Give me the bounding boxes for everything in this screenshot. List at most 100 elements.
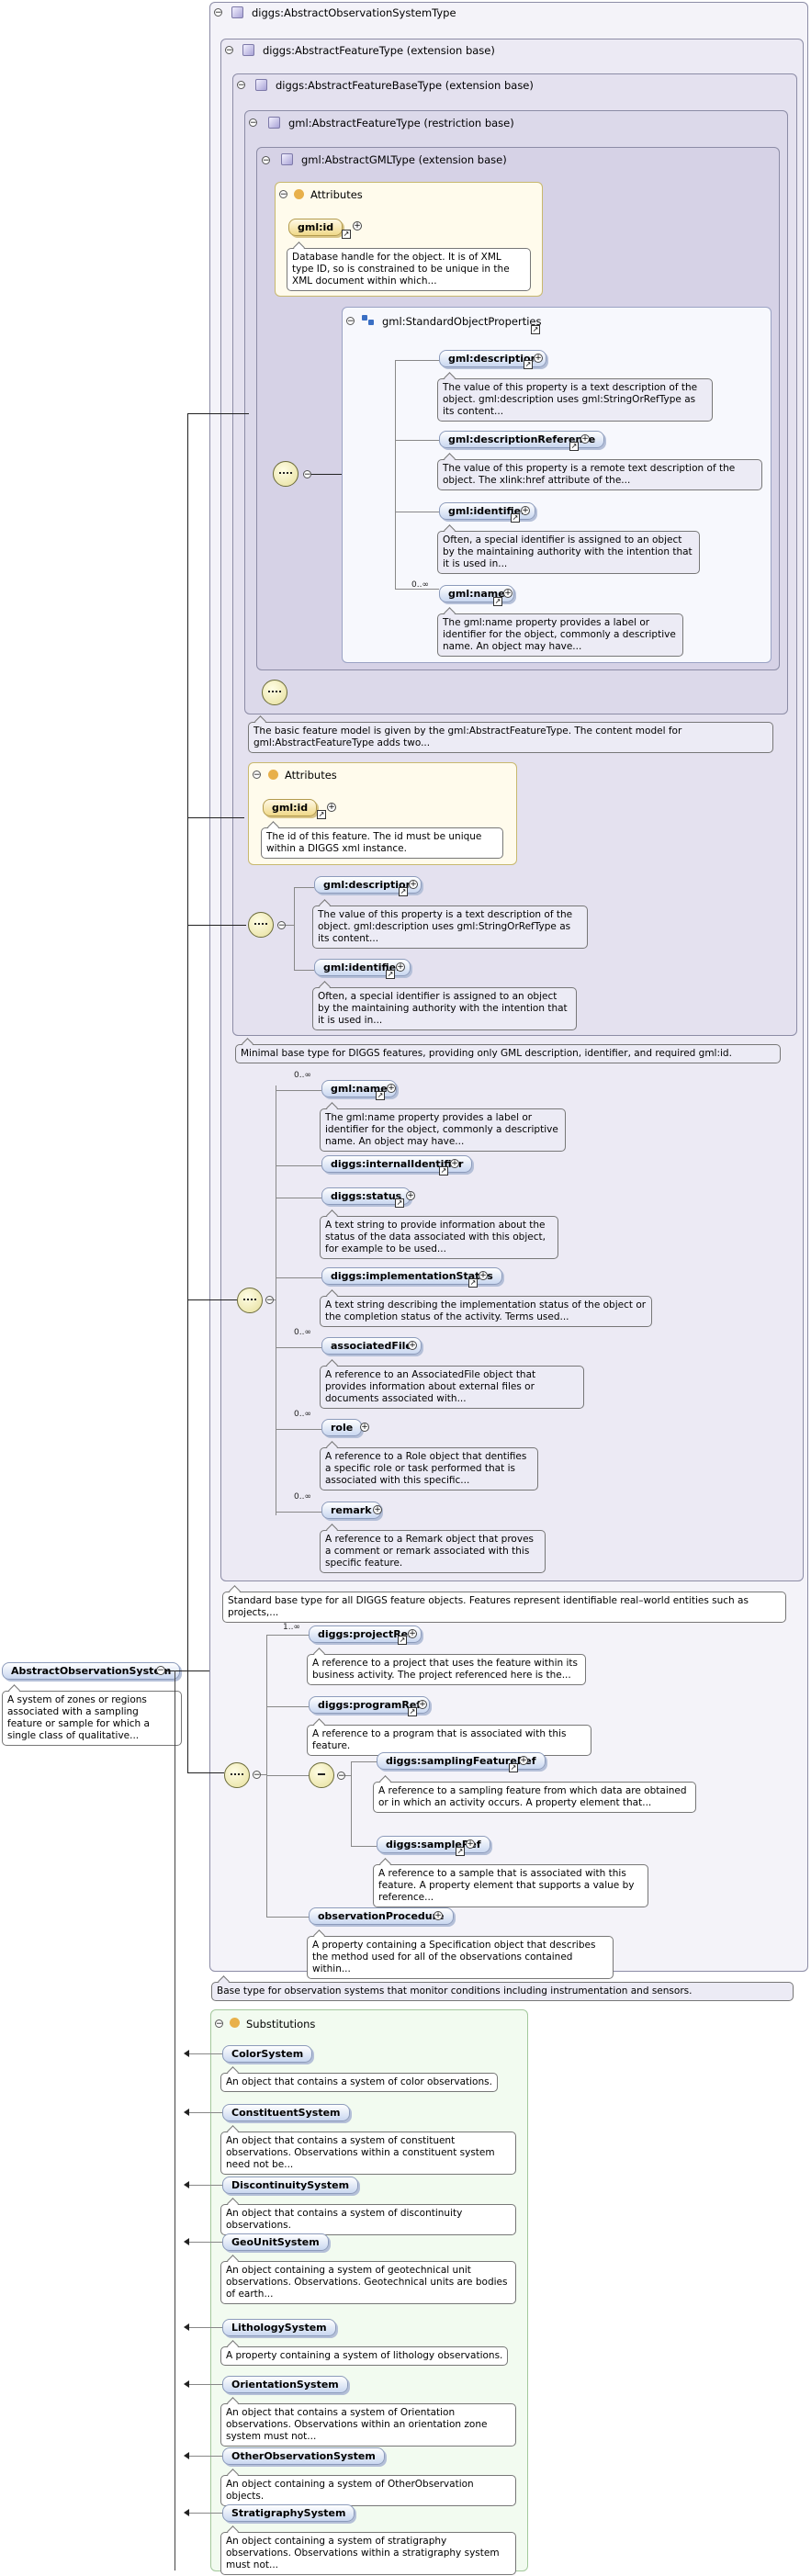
link-icon[interactable]: ↗ [468,1278,478,1288]
collapse-toggle[interactable]: − [346,317,355,326]
expand-icon[interactable]: + [534,354,543,363]
attributes-icon [268,770,278,780]
gml-feature-title: gml:AbstractFeatureType (restriction bas… [288,117,514,129]
doc-project-ref: A reference to a project that uses the f… [307,1654,586,1685]
cardinality-label: 0..∞ [294,1410,311,1419]
connector-line [276,1090,321,1091]
substitution-other-observation-system[interactable]: OtherObservationSystem [222,2447,385,2465]
link-icon[interactable]: ↗ [376,1091,385,1100]
link-icon[interactable]: ↗ [399,887,408,896]
expand-icon[interactable]: + [408,1629,417,1638]
attribute-gml-id[interactable]: gml:id [288,219,344,236]
element-sampling-feature-ref[interactable]: diggs:samplingFeatureRef [377,1752,546,1770]
expand-icon[interactable]: + [519,1756,528,1765]
substitution-orientation-system[interactable]: OrientationSystem [222,2376,348,2393]
expand-icon[interactable]: + [406,1191,415,1200]
complex-type-icon [281,153,293,165]
link-icon[interactable]: ↗ [524,360,533,369]
collapse-toggle[interactable]: − [262,156,270,165]
sequence-compositor-icon[interactable] [273,461,298,487]
element-abstract-observation-system[interactable]: AbstractObservationSystem [2,1662,181,1680]
element-diggs-internal-identifier[interactable]: diggs:internalIdentifier [321,1155,473,1173]
element-remark[interactable]: remark [321,1502,381,1519]
collapse-toggle[interactable]: − [225,46,233,55]
expand-icon[interactable]: + [503,589,513,598]
expand-icon[interactable]: + [387,1084,396,1093]
expand-icon[interactable]: + [327,803,336,812]
link-icon[interactable]: ↗ [439,1166,448,1176]
sequence-compositor-icon[interactable] [248,912,274,938]
complex-type-icon [268,117,280,129]
link-icon[interactable]: ↗ [386,970,395,979]
element-observation-procedure[interactable]: observationProcedure [309,1907,454,1925]
link-icon[interactable]: ↗ [317,810,326,819]
element-diggs-status[interactable]: diggs:status [321,1187,411,1205]
substitution-arrow [184,2181,189,2188]
element-gml-description[interactable]: gml:description [314,876,422,894]
link-icon[interactable]: ↗ [408,1707,417,1716]
expand-icon[interactable]: − [156,1666,165,1675]
expand-icon[interactable]: + [408,1341,417,1350]
link-icon[interactable]: ↗ [456,1847,465,1856]
collapse-toggle[interactable]: − [253,771,261,780]
expand-icon[interactable]: + [360,1423,369,1432]
expand-icon[interactable]: + [396,962,405,972]
collapse-toggle[interactable]: − [279,190,287,199]
substitution-lithology-system[interactable]: LithologySystem [222,2319,336,2336]
expand-icon[interactable]: + [479,1271,488,1280]
attributes-icon [294,189,304,199]
sequence-compositor-icon[interactable] [237,1288,263,1313]
link-icon[interactable]: ↗ [398,1636,407,1645]
expand-icon[interactable]: + [373,1505,382,1514]
collapse-toggle[interactable]: − [337,1772,345,1781]
attribute-gml-id[interactable]: gml:id [263,799,318,816]
link-icon[interactable]: ↗ [569,442,579,451]
link-icon[interactable]: ↗ [509,1763,518,1772]
expand-icon[interactable]: + [353,221,362,231]
sequence-compositor-icon[interactable] [224,1762,250,1788]
expand-icon[interactable]: + [580,434,590,444]
collapse-toggle[interactable]: − [265,1296,274,1305]
cardinality-label: 0..∞ [294,1328,311,1337]
element-associated-file[interactable]: associatedFile [321,1337,422,1355]
link-icon[interactable]: ↗ [531,325,540,334]
collapse-toggle[interactable]: − [215,2019,223,2029]
collapse-toggle[interactable]: − [277,921,286,930]
connector-line [189,2053,222,2054]
element-gml-description-reference[interactable]: gml:descriptionReference [439,431,605,448]
substitution-stratigraphy-system[interactable]: StratigraphySystem [222,2504,355,2522]
doc-role: A reference to a Role object that dentif… [320,1447,538,1490]
expand-icon[interactable]: + [466,1839,475,1849]
choice-compositor-icon[interactable] [309,1762,334,1788]
substitution-discontinuity-system[interactable]: DiscontinuitySystem [222,2177,359,2194]
substitution-arrow [184,2380,189,2388]
collapse-toggle[interactable]: − [214,8,222,17]
collapse-toggle[interactable]: − [249,118,257,128]
substitution-geo-unit-system[interactable]: GeoUnitSystem [222,2233,329,2251]
link-icon[interactable]: ↗ [511,513,520,523]
substitution-arrow [184,2109,189,2116]
expand-icon[interactable]: + [434,1911,443,1920]
collapse-toggle[interactable]: − [253,1771,261,1780]
doc-orientation-system: An object that contains a system of Orie… [220,2403,516,2447]
element-diggs-implementation-status[interactable]: diggs:implementationStatus [321,1267,502,1285]
expand-icon[interactable]: + [450,1159,459,1168]
element-gml-description[interactable]: gml:description [439,350,547,367]
expand-icon[interactable]: + [521,506,530,515]
doc-gml-id: Database handle for the object. It is of… [287,248,531,291]
element-role[interactable]: role [321,1419,363,1436]
substitution-constituent-system[interactable]: ConstituentSystem [222,2104,350,2121]
sequence-compositor-icon[interactable] [262,680,287,705]
cardinality-label: 0..∞ [294,1492,311,1502]
element-gml-name[interactable]: gml:name [321,1080,397,1097]
link-icon[interactable]: ↗ [342,230,351,239]
substitution-color-system[interactable]: ColorSystem [222,2045,313,2063]
element-project-ref[interactable]: diggs:projectRef [309,1625,422,1643]
expand-icon[interactable]: + [409,880,418,889]
collapse-toggle[interactable]: − [303,470,311,479]
collapse-toggle[interactable]: − [237,81,245,90]
element-program-ref[interactable]: diggs:programRef [309,1696,431,1714]
link-icon[interactable]: ↗ [395,1198,404,1208]
link-icon[interactable]: ↗ [493,597,502,606]
expand-icon[interactable]: + [418,1700,427,1709]
